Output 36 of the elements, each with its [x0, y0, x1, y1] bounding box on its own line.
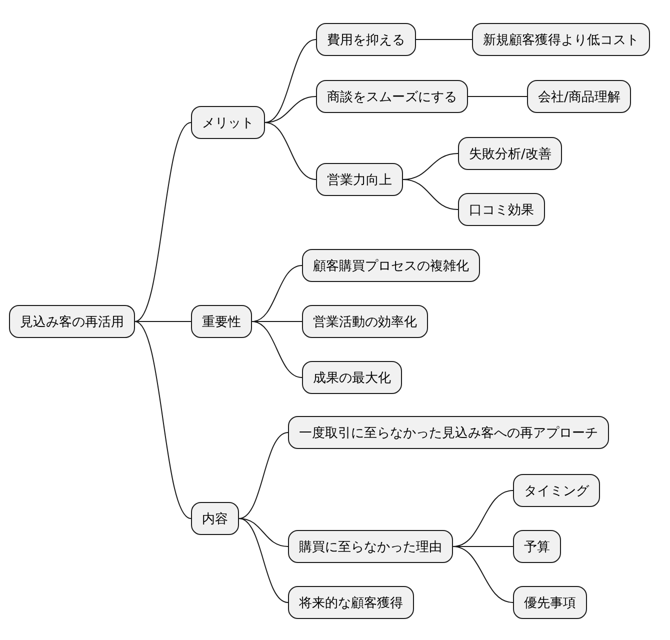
connector-line — [238, 432, 288, 519]
topic-box: メリット — [191, 106, 265, 139]
connector-line — [238, 518, 288, 603]
connector-line — [134, 122, 192, 322]
topic-box: 新規顧客獲得より低コスト — [472, 23, 650, 56]
connector-line — [402, 179, 458, 210]
connector-line — [416, 39, 472, 40]
topic-box: 購買に至らなかった理由 — [288, 530, 453, 563]
connector-line — [252, 321, 302, 322]
connector-line — [264, 96, 316, 123]
topic-box: 営業活動の効率化 — [302, 305, 428, 338]
topic-box: 商談をスムーズにする — [316, 80, 468, 113]
connector-line — [264, 122, 316, 180]
topic-box: 成果の最大化 — [302, 361, 402, 394]
connector-line — [452, 546, 514, 603]
topic-box: タイミング — [513, 474, 600, 507]
topic-box: 見込み客の再活用 — [9, 305, 135, 338]
topic-box: 一度取引に至らなかった見込み客への再アプローチ — [288, 416, 609, 449]
topic-box: 会社/商品理解 — [527, 80, 632, 113]
topic-box: 費用を抑える — [316, 23, 416, 56]
topic-box: 失敗分析/改善 — [458, 137, 562, 170]
topic-box: 将来的な顧客獲得 — [288, 586, 414, 619]
topic-box: 内容 — [191, 502, 239, 535]
topic-box: 予算 — [513, 530, 561, 563]
connector-line — [252, 321, 302, 378]
topic-box: 重要性 — [191, 305, 252, 338]
connector-line — [134, 321, 192, 322]
connector-line — [468, 96, 528, 97]
topic-box: 営業力向上 — [316, 163, 403, 196]
connector-line — [134, 321, 192, 519]
connector-line — [238, 518, 288, 547]
connector-line — [264, 39, 316, 123]
topic-box: 口コミ効果 — [458, 193, 545, 226]
topic-box: 優先事項 — [513, 586, 587, 619]
connector-line — [252, 265, 302, 322]
topic-box: 顧客購買プロセスの複雑化 — [302, 249, 480, 282]
